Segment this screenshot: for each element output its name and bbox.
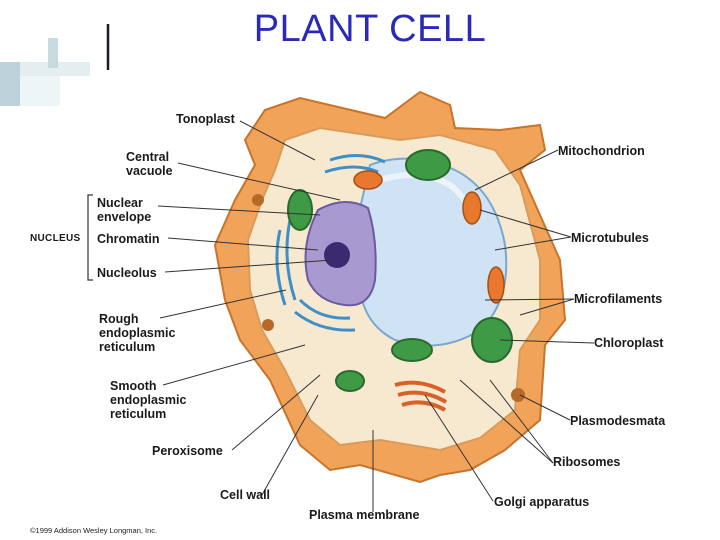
chloroplast-shape [405,149,451,181]
label-nucleolus: Nucleolus [97,266,157,280]
label-cell-wall: Cell wall [220,488,271,502]
label-smooth-er: Smooth endoplasmic reticulum [110,379,187,421]
label-nucleus-text: Nucleus [30,233,81,244]
label-golgi-apparatus: Golgi apparatus [494,495,590,509]
label-plasma-membrane: Plasma membrane [309,508,420,522]
label-mitochondrion: Mitochondrion [558,144,645,158]
label-nucleus: Nucleus [30,232,80,246]
nucleolus-shape [324,242,350,268]
page-title: PLANT CELL [253,8,487,50]
label-central-vacuole: Central vacuole [126,150,173,178]
label-ribosomes: Ribosomes [553,455,621,469]
label-tonoplast: Tonoplast [176,112,235,126]
rough-er-shape [275,154,386,332]
label-peroxisome: Peroxisome [152,444,223,458]
label-nuclear-envelope: Nuclear envelope [97,196,152,224]
label-microfilaments: Microfilaments [574,292,663,306]
label-chloroplast: Chloroplast [594,336,664,350]
label-rough-er: Rough endoplasmic reticulum [99,312,176,354]
golgi-shape [394,380,448,412]
label-microtubules: Microtubules [571,231,649,245]
label-plasmodesmata: Plasmodesmata [570,414,666,428]
label-chromatin: Chromatin [97,232,160,246]
copyright-text: ©1999 Addison Wesley Longman, Inc. [30,526,158,535]
mitochondrion-shape [353,170,383,190]
